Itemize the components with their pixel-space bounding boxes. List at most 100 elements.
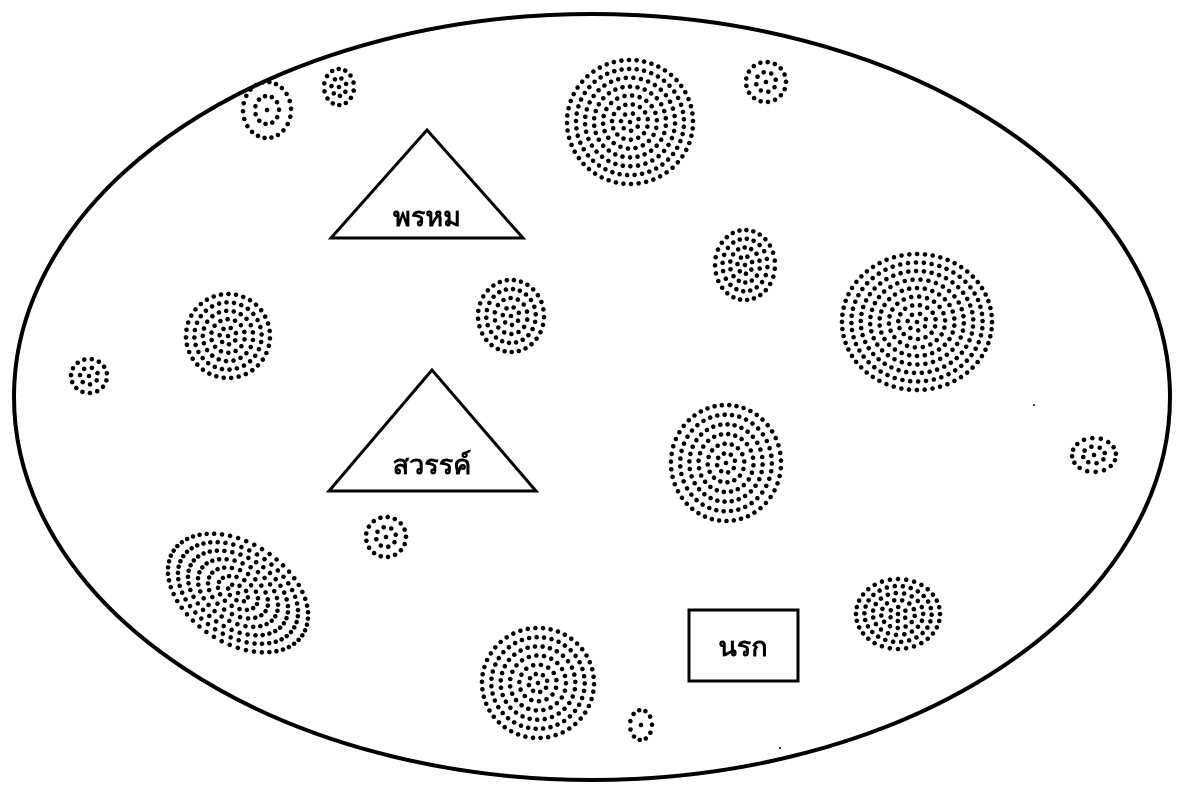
galaxy-dot [563,643,568,648]
galaxy-dot [957,275,962,280]
galaxy-dot [555,661,560,666]
galaxy-dot [214,547,220,553]
galaxy-dot [885,601,890,606]
galaxy-dot [1093,470,1098,475]
galaxy-dot [903,307,908,312]
galaxy-dot [525,317,530,322]
galaxy-dot [200,356,205,361]
galaxy-dot [485,308,490,313]
galaxy-dot [339,76,344,81]
galaxy-dot [250,130,255,135]
galaxy-dot [699,409,704,414]
galaxy-dot [551,671,556,676]
galaxy-dot [887,297,892,302]
galaxy-dot [267,581,273,587]
galaxy-dot [841,305,846,310]
galaxy-dot [244,94,249,99]
galaxy-dot [600,154,605,159]
galaxy-dot [189,545,195,551]
galaxy-dot [531,287,536,292]
galaxy-dot [221,606,227,612]
galaxy-dot [246,547,252,553]
galaxy-dot [651,133,656,138]
galaxy-dot [561,653,566,658]
galaxy-dot [713,263,718,268]
galaxy-dot [548,646,553,651]
galaxy-dot [937,605,942,610]
galaxy-dot [251,640,257,646]
galaxy-dot [655,118,660,123]
galaxy-dot [512,278,517,283]
galaxy-dot [766,100,771,105]
galaxy-dot [165,571,171,577]
galaxy-dot [255,569,261,575]
galaxy-dot [175,570,181,576]
galaxy-dot [489,651,494,656]
galaxy-dot [236,374,241,379]
galaxy-dot [211,634,217,640]
galaxy-dot [251,542,257,548]
galaxy-dot [870,276,875,281]
galaxy-dot [325,96,330,101]
galaxy-dot [898,262,903,267]
galaxy-dot [754,82,759,87]
galaxy-dot [569,143,574,148]
galaxy-dot [899,386,904,391]
galaxy-dot [731,295,736,300]
galaxy-dot [919,641,924,646]
galaxy-dot [336,67,341,72]
galaxy-dot [989,313,994,318]
galaxy-dot [678,456,683,461]
galaxy-dot [219,349,224,354]
galaxy-dot [672,89,677,94]
galaxy-dot [757,258,762,263]
galaxy-dot [782,87,787,92]
galaxy-dot [234,331,239,336]
galaxy-dot [393,553,398,558]
galaxy-dot [591,94,596,99]
galaxy-dot [404,535,409,540]
galaxy-dot [203,560,209,566]
galaxy-dot [168,584,174,590]
galaxy-dot [601,143,606,148]
galaxy-dot [217,333,222,338]
galaxy-dot [256,134,261,139]
galaxy-dot [505,278,510,283]
galaxy-dot [626,146,631,151]
galaxy-dot [90,366,95,371]
galaxy-dot [268,336,273,341]
galaxy-dot [734,287,739,292]
galaxy-dot [901,584,906,589]
galaxy-dot [598,65,603,70]
galaxy-dot [193,328,198,333]
galaxy-dot [739,255,744,260]
galaxy-dot [921,345,926,350]
galaxy-dot [964,345,969,350]
galaxy-dot [206,613,212,619]
galaxy-dot [272,613,278,619]
galaxy-dot [622,94,627,99]
galaxy-dot [584,129,589,134]
galaxy-dot [338,94,343,99]
galaxy-dot [70,380,75,385]
galaxy-dot [649,148,654,153]
galaxy-dot [364,539,369,544]
galaxy-dot [612,112,617,117]
galaxy-dot [722,441,727,446]
galaxy-dot [601,96,606,101]
galaxy-dot [669,452,674,457]
galaxy-dot [655,96,660,101]
galaxy-dot [542,635,547,640]
galaxy-dot [95,389,100,394]
galaxy-dot [636,163,641,168]
galaxy-dot [235,637,241,643]
galaxy-dot [720,286,725,291]
galaxy-dot [695,423,700,428]
galaxy-dot [743,263,748,268]
galaxy-dot [573,680,578,685]
galaxy-dot [729,489,734,494]
galaxy-dot [1102,451,1107,456]
galaxy-dot [266,321,271,326]
galaxy-dot [950,330,955,335]
galaxy-dot [182,596,188,602]
